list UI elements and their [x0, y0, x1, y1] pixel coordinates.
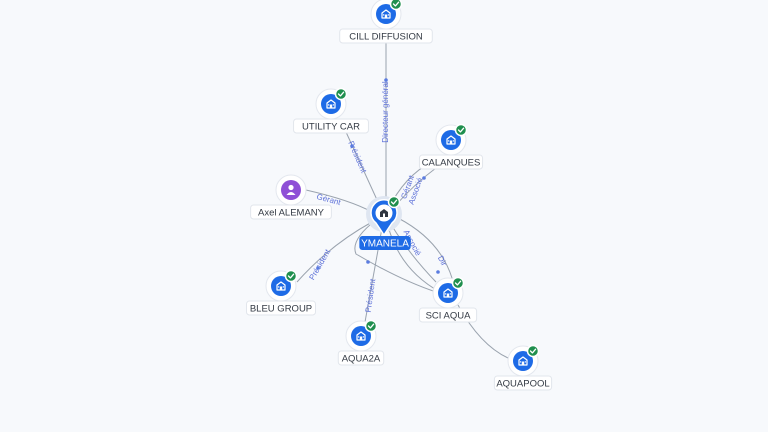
node-label-box	[246, 300, 316, 316]
node-label: AQUAPOOL	[493, 375, 553, 391]
node-disc	[376, 4, 396, 24]
edge-center-cill: Directeur général	[381, 42, 390, 200]
node-label-text: CALANQUES	[422, 157, 481, 168]
node-label-box	[359, 236, 411, 250]
edge-label: Président	[307, 247, 332, 281]
verified-check-icon	[284, 269, 298, 283]
nodes-layer: CILL DIFFUSION UTILITY CAR CALANQUES Axel A…	[246, 0, 553, 391]
edge-center-utility: Président	[345, 131, 379, 203]
node-utility[interactable]: UTILITY CAR	[293, 87, 369, 134]
building-icon	[380, 209, 388, 217]
node-label: YMANELA	[359, 236, 411, 250]
node-label: SCI AQUA	[418, 307, 478, 323]
node-label: Axel ALEMANY	[250, 204, 332, 220]
node-calanques[interactable]: CALANQUES	[418, 123, 484, 170]
building-icon	[276, 281, 286, 291]
edge-line	[296, 221, 373, 283]
node-label-text: Axel ALEMANY	[258, 207, 325, 218]
edge-center-sciaqua: Dir	[397, 217, 453, 279]
node-label-box	[418, 307, 478, 323]
node-bleu[interactable]: BLEU GROUP	[246, 269, 316, 316]
edge-label: Dir	[436, 254, 449, 268]
node-disc	[438, 283, 458, 303]
node-label-box	[293, 118, 369, 134]
edge-connector-line	[387, 225, 441, 293]
node-label: CILL DIFFUSION	[339, 28, 433, 44]
node-label-box	[418, 154, 484, 170]
node-disc	[351, 326, 371, 346]
edge-label: Directeur général	[381, 81, 390, 143]
edge-arrow	[384, 78, 388, 82]
edge-center-sciaqua: Associé	[391, 225, 437, 283]
verified-check-icon	[526, 344, 540, 358]
node-label-text: AQUAPOOL	[496, 378, 549, 389]
verified-check-icon	[451, 276, 465, 290]
verified-check-icon	[334, 87, 348, 101]
edge-label: Président	[346, 140, 368, 175]
verified-check-icon	[454, 123, 468, 137]
node-disc	[441, 130, 461, 150]
verified-check-icon	[389, 0, 403, 11]
edge-connector-line	[354, 219, 437, 293]
node-label-text: YMANELA	[361, 238, 409, 249]
node-label-text: UTILITY CAR	[302, 121, 360, 132]
node-label-text: CILL DIFFUSION	[349, 31, 423, 42]
node-label-text: SCI AQUA	[426, 310, 472, 321]
node-disc	[513, 351, 533, 371]
building-icon	[518, 356, 528, 366]
verified-check-icon	[364, 319, 378, 333]
edge-line	[345, 131, 379, 203]
edge-arrow	[422, 176, 426, 180]
node-label: UTILITY CAR	[293, 118, 369, 134]
node-label: BLEU GROUP	[246, 300, 316, 316]
verified-check-icon	[387, 195, 401, 209]
node-disc	[271, 276, 291, 296]
edge-arrow	[316, 266, 320, 270]
edge-arrow	[350, 144, 354, 148]
edge-arrow	[366, 260, 370, 264]
edge-center-bleu: Président	[296, 221, 373, 283]
node-label: AQUA2A	[337, 350, 385, 366]
node-label-box	[250, 204, 332, 220]
edge-line	[391, 225, 437, 283]
building-icon	[326, 99, 336, 109]
node-label-text: AQUA2A	[342, 353, 381, 364]
node-label: CALANQUES	[418, 154, 484, 170]
person-icon	[286, 184, 296, 195]
node-cill[interactable]: CILL DIFFUSION	[339, 0, 433, 44]
node-aqua2a[interactable]: AQUA2A	[337, 319, 385, 366]
node-axel[interactable]: Axel ALEMANY	[250, 174, 332, 220]
node-label-box	[339, 28, 433, 44]
node-center[interactable]: YMANELA	[359, 195, 411, 250]
building-icon	[356, 331, 366, 341]
edge-line	[397, 217, 453, 279]
node-aquapool[interactable]: AQUAPOOL	[493, 344, 553, 391]
building-icon	[381, 9, 391, 19]
node-sciaqua[interactable]: SCI AQUA	[418, 276, 478, 323]
building-icon	[446, 135, 456, 145]
edge-arrow	[436, 270, 440, 274]
node-label-box	[493, 375, 553, 391]
node-label-box	[337, 350, 385, 366]
building-icon	[443, 288, 453, 298]
node-label-text: BLEU GROUP	[250, 303, 312, 314]
edge-label: Président	[364, 278, 378, 313]
node-disc	[321, 94, 341, 114]
